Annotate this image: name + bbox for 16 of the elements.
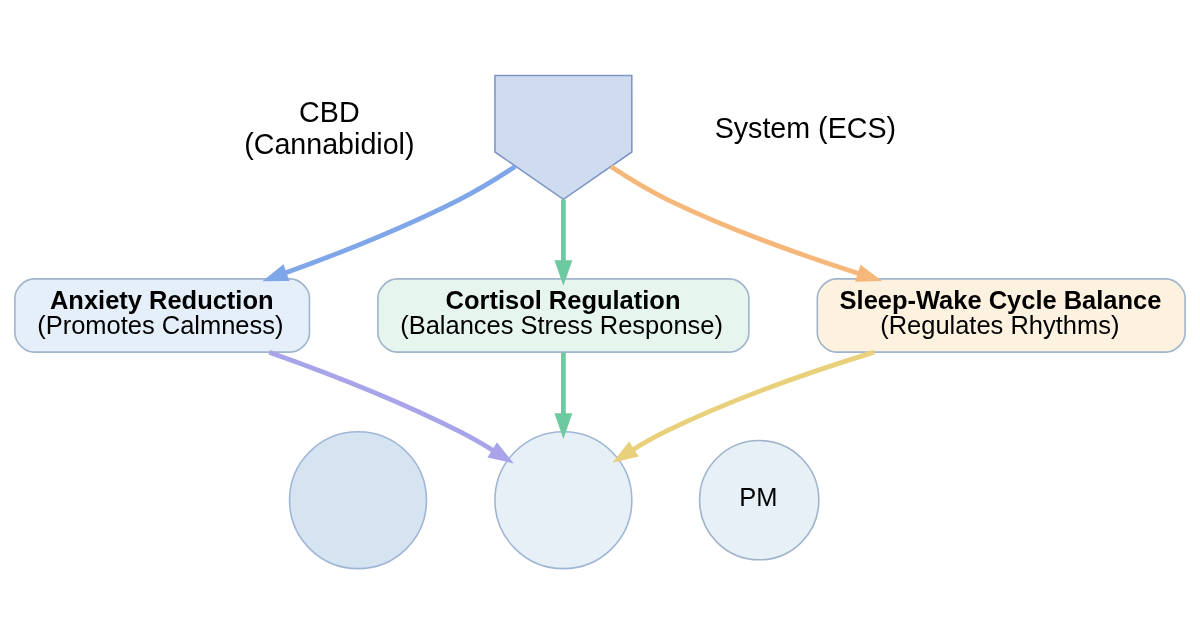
label: CBD xyxy=(299,95,360,128)
arrow xyxy=(268,349,514,463)
node-person xyxy=(494,74,633,200)
node-circle xyxy=(494,430,633,569)
node-circle xyxy=(288,430,428,569)
arrow xyxy=(612,349,875,463)
arrow xyxy=(609,164,883,282)
node-box: Cortisol Regulation (Balances Stress Response) xyxy=(377,277,750,353)
arrow xyxy=(262,164,517,281)
arrow xyxy=(554,352,573,439)
node-box: Sleep-Wake Cycle Balance (Regulates Rhythms) xyxy=(816,277,1186,353)
arrow xyxy=(554,199,573,286)
node-box: Anxiety Reduction (Promotes Calmness) xyxy=(14,277,311,353)
label: (Cannabidiol) xyxy=(244,127,415,160)
node-circle: PM xyxy=(698,439,820,561)
label: System (ECS) xyxy=(714,111,897,144)
